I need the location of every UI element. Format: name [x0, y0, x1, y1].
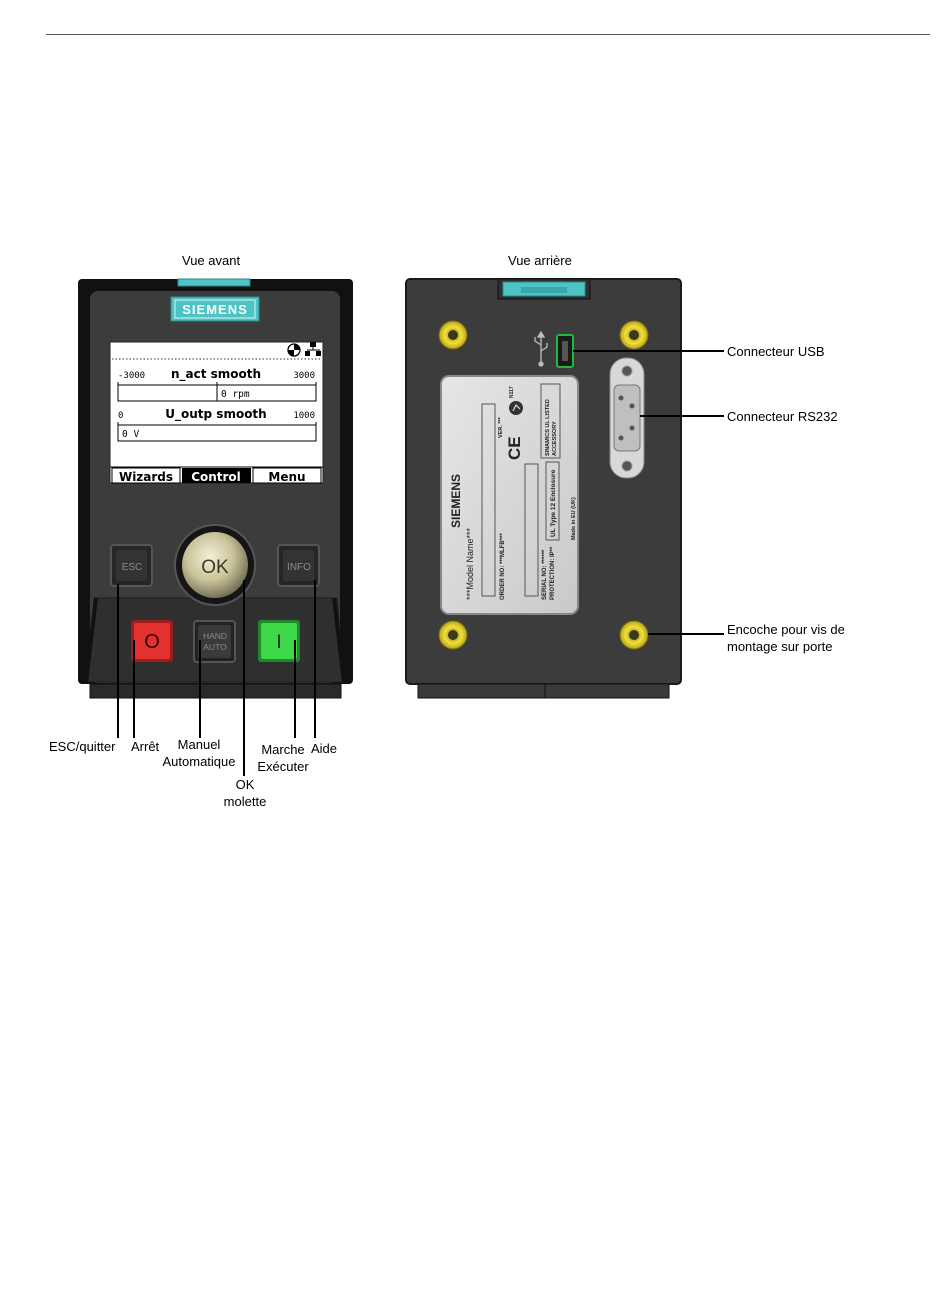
lcd-screen	[109, 341, 324, 484]
rear-base	[417, 683, 670, 699]
caption-rear-view: Vue arrière	[508, 253, 572, 268]
plate-version: VER. ***	[498, 416, 504, 438]
plate-ul-listed: SINAMICS UL LISTED	[545, 399, 551, 456]
motor-status-icon	[287, 343, 301, 357]
rcm-mark-icon	[509, 401, 523, 415]
plate-made-in: Made in EU (UK)	[571, 497, 577, 540]
ok-wheel-label: OK	[201, 557, 229, 578]
gauge2-min: 0	[118, 411, 123, 421]
softkey-menu[interactable]	[252, 467, 322, 484]
gauge2-bar	[117, 424, 317, 442]
rating-plate	[440, 375, 579, 615]
callout-usb: Connecteur USB	[727, 344, 825, 359]
rear-panel: SIEMENS ***Model Name*** ORDER NO: ***ML…	[405, 278, 682, 699]
front-top-clip	[177, 278, 251, 287]
gauge2-title: U_outp smooth	[165, 407, 266, 422]
plate-protection: PROTECTION: IP**	[550, 546, 556, 600]
auto-label: AUTO	[203, 642, 227, 652]
gauge1-title: n_act smooth	[171, 367, 261, 382]
callout-ok-wheel: OK molette	[218, 776, 272, 810]
front-base	[89, 683, 342, 699]
plate-accessory: ACCESSORY	[552, 421, 558, 456]
brand-badge	[170, 296, 260, 322]
callout-esc: ESC/quitter	[49, 739, 116, 754]
header-rule	[46, 34, 930, 35]
softkey-control[interactable]	[182, 468, 251, 483]
esc-button-label: ESC	[122, 562, 143, 573]
caption-front-view: Vue avant	[182, 253, 241, 268]
run-button-label: I	[276, 632, 281, 653]
plate-n117: N117	[509, 386, 515, 398]
gauge2-max: 1000	[293, 411, 315, 421]
callout-ok-line1: OK	[235, 777, 255, 792]
callout-hand-auto: Manuel Automatique	[158, 736, 240, 770]
stop-button-label: O	[144, 631, 160, 653]
callout-run: Marche Exécuter	[253, 741, 313, 775]
plate-ul-type: UL Type 12 Enclosure	[550, 469, 557, 537]
callout-screw: Encoche pour vis de montage sur porte	[727, 621, 845, 655]
plate-brand: SIEMENS	[449, 474, 463, 528]
callout-ok-line2: molette	[223, 794, 267, 809]
gauge1-max: 3000	[293, 371, 315, 381]
callout-rs232: Connecteur RS232	[727, 409, 838, 424]
gauge1-min: -3000	[118, 371, 145, 381]
callout-help: Aide	[311, 741, 338, 756]
callout-run-line2: Exécuter	[257, 759, 309, 774]
callout-screw-line2: montage sur porte	[727, 639, 833, 654]
softkey-control-label: Control	[191, 470, 241, 484]
front-panel: SIEMENS -3000 n_act smooth 3000 0 rpm 0 …	[78, 278, 353, 699]
plate-serial-no: SERIAL NO: ******	[542, 549, 548, 600]
network-status-icon	[305, 342, 321, 356]
hand-label: HAND	[203, 631, 227, 641]
info-button-label: INFO	[287, 562, 311, 573]
front-leader-lines	[117, 580, 316, 776]
ok-wheel-button[interactable]	[182, 532, 248, 598]
brand-badge-text: SIEMENS	[182, 302, 248, 317]
ce-mark: CE	[505, 436, 524, 460]
usb-icon	[534, 330, 548, 367]
rear-leader-lines	[573, 350, 724, 635]
callout-run-line1: Marche	[261, 742, 305, 757]
softkey-wizards[interactable]	[111, 467, 181, 484]
softkey-wizards-label: Wizards	[119, 470, 173, 484]
gauge1-value: 0 rpm	[221, 389, 250, 400]
callout-stop: Arrêt	[131, 739, 160, 754]
callout-screw-line1: Encoche pour vis de	[727, 622, 845, 637]
callout-hand-auto-line1: Manuel	[177, 737, 221, 752]
plate-model: ***Model Name***	[465, 527, 475, 600]
callout-hand-auto-line2: Automatique	[162, 754, 236, 769]
plate-order-no: ORDER NO: ***MLFB***	[500, 533, 506, 600]
softkey-menu-label: Menu	[268, 470, 305, 484]
gauge2-value: 0 V	[122, 429, 139, 440]
